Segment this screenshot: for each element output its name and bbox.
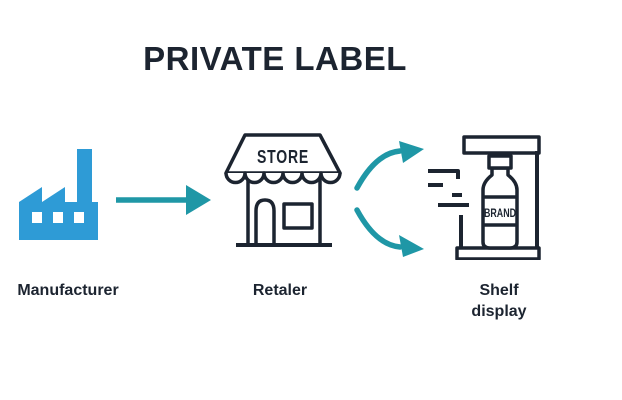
manufacturer-label: Manufacturer: [17, 282, 119, 299]
shelf-display-label: Shelf display: [471, 282, 527, 320]
arrow-right-icon: [116, 185, 211, 215]
bottle-brand-text: BRAND: [484, 206, 516, 220]
arrow-head: [186, 185, 211, 215]
curved-arrow-shaft: [354, 207, 403, 250]
store-window: [282, 202, 314, 230]
bottle-cap: [487, 154, 513, 170]
motion-lines-icon: [428, 169, 469, 207]
store-icon: STORE: [224, 133, 342, 247]
store-sign-text: STORE: [257, 147, 309, 167]
curved-arrow-up-icon: [354, 141, 424, 191]
curved-arrow-head: [399, 141, 424, 163]
shelf-bottle-icon: BRAND: [428, 135, 541, 260]
factory-shape: [19, 149, 98, 240]
factory-windows: [32, 212, 84, 223]
store-awning: [224, 171, 342, 185]
factory-icon: [19, 149, 98, 240]
curved-arrow-head: [399, 235, 424, 257]
bottle-label-lines: [483, 195, 517, 227]
shelf-top-bar: [462, 135, 541, 155]
store-door: [254, 198, 276, 245]
retailer-label: Retaler: [252, 282, 308, 299]
bottle-shape: [481, 166, 519, 250]
diagram-title: PRIVATE LABEL: [143, 40, 407, 77]
curved-arrow-down-icon: [354, 207, 424, 257]
curved-arrow-shaft: [354, 148, 403, 191]
